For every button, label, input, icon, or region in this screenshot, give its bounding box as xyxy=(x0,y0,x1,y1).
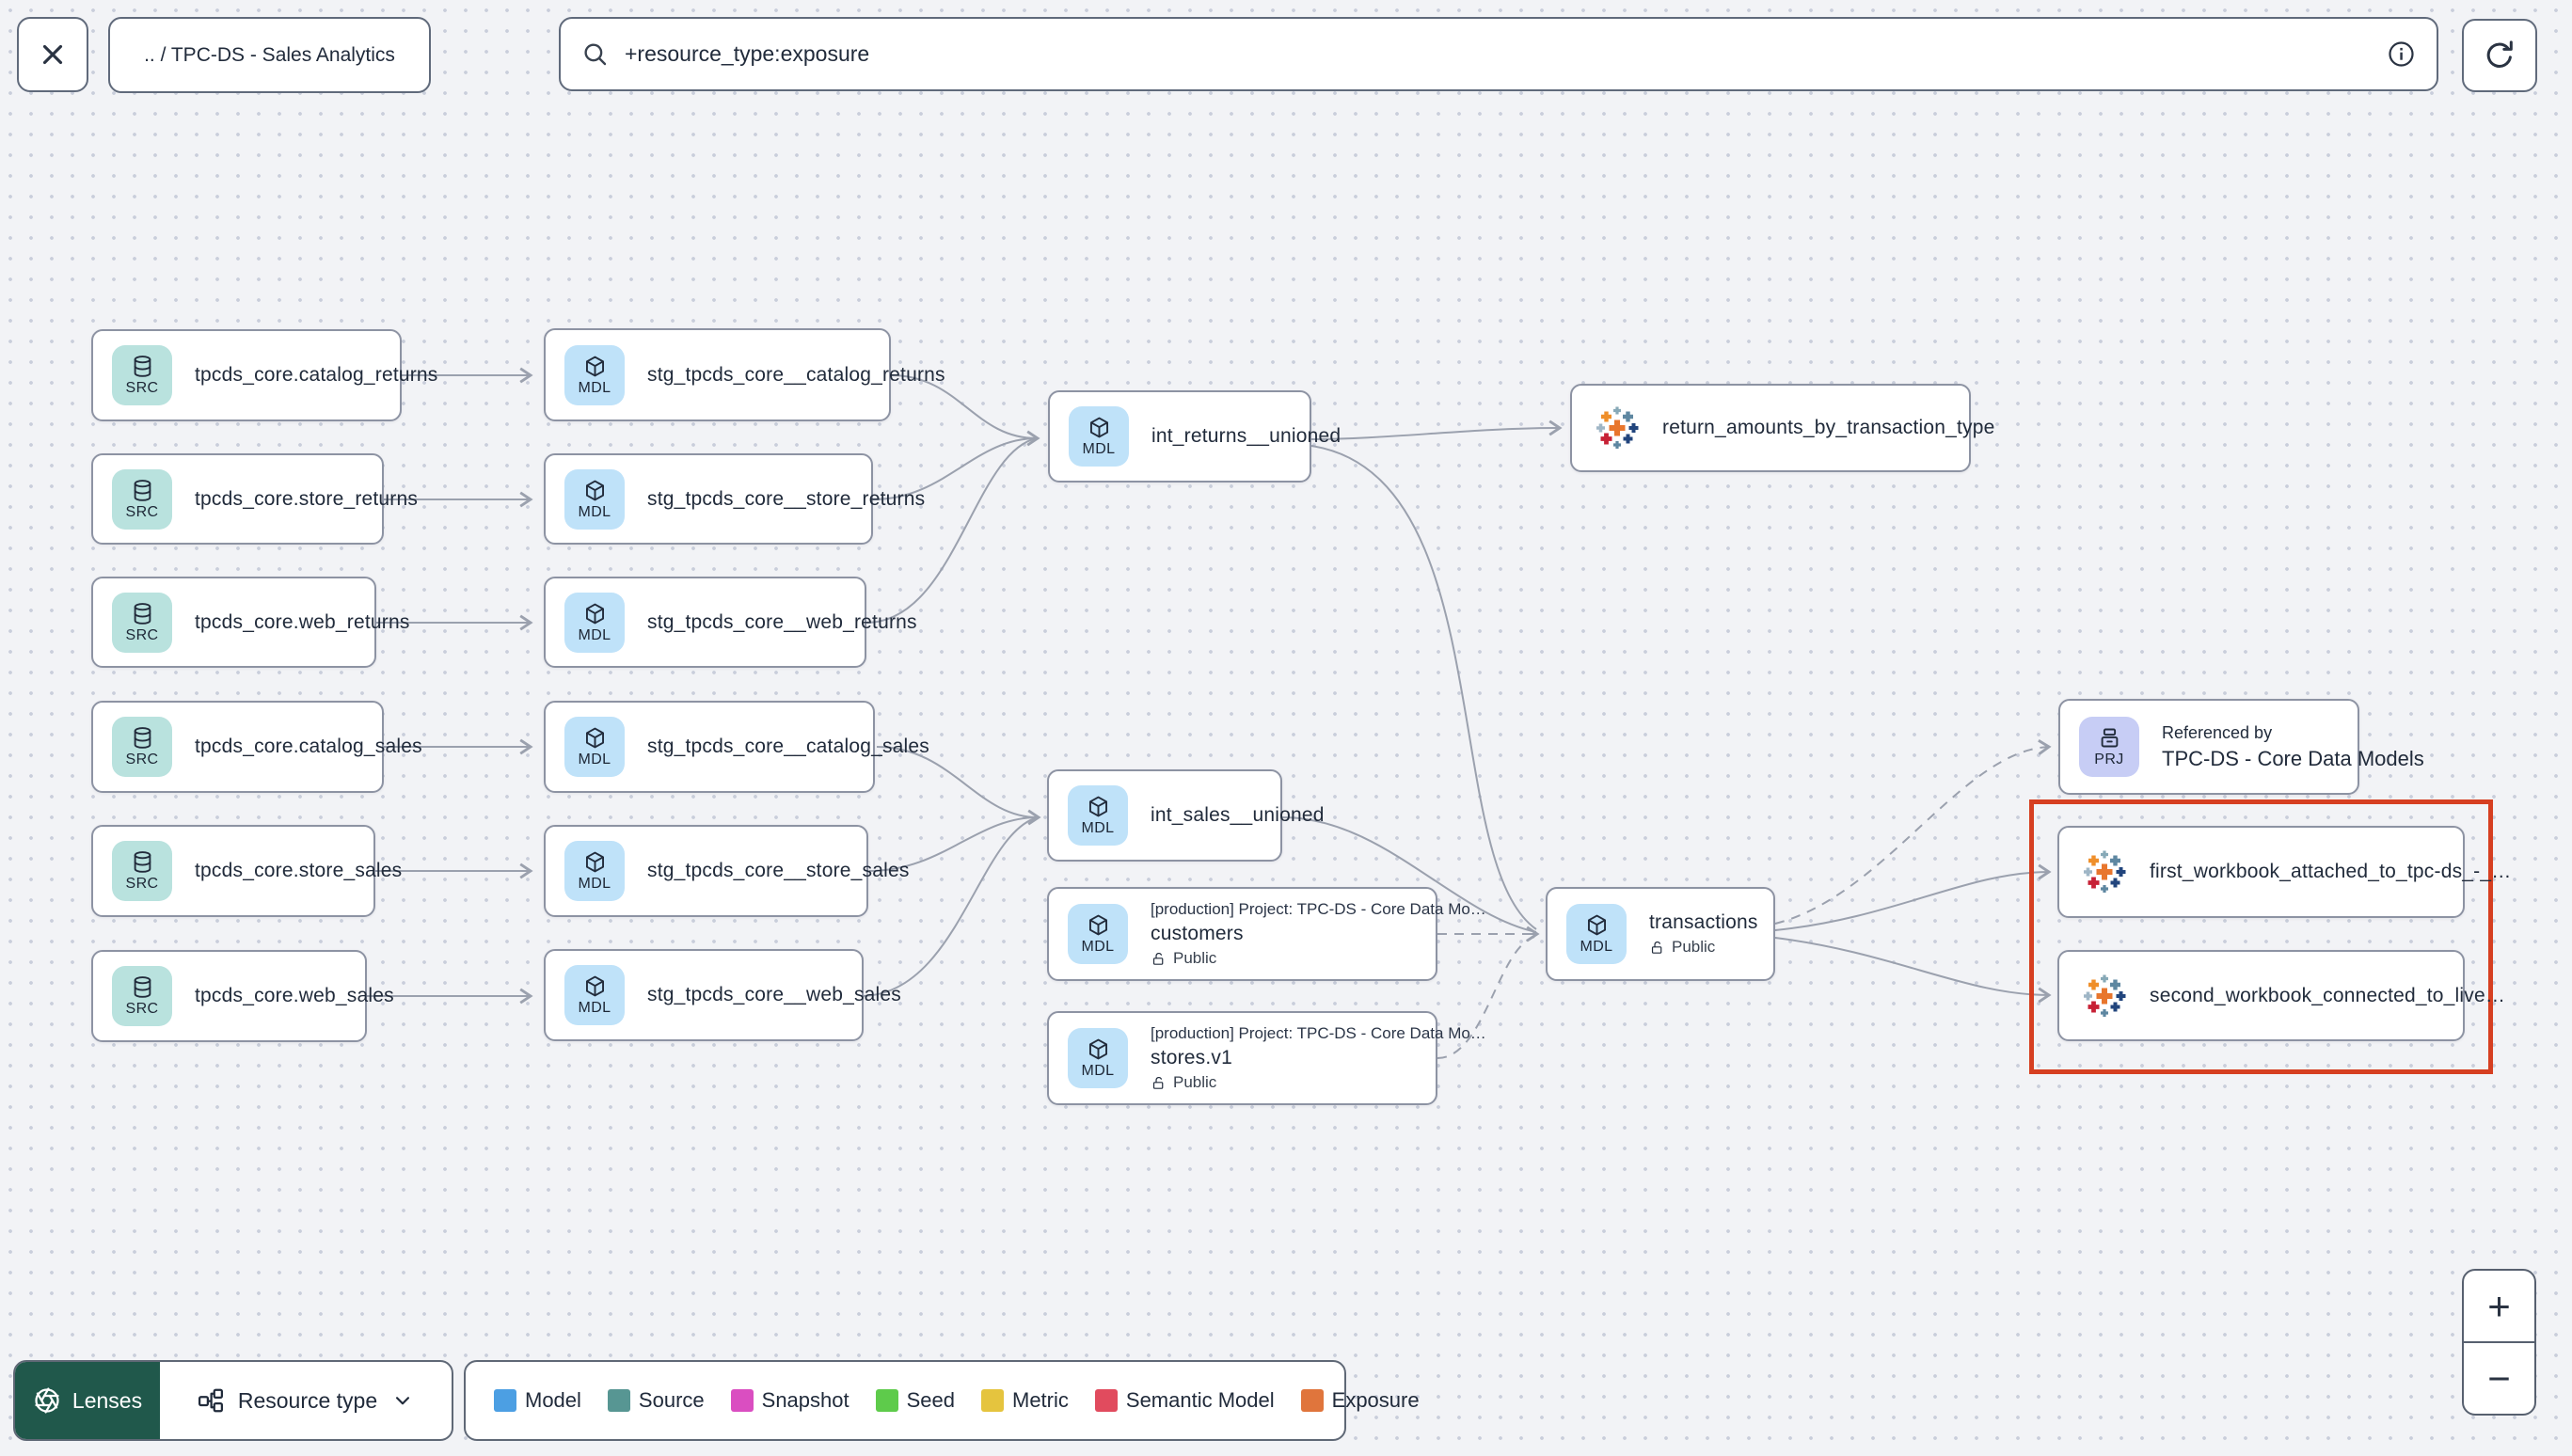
node-source-catalog-sales[interactable]: SRC tpcds_core.catalog_sales xyxy=(91,701,422,793)
model-icon: MDL xyxy=(1566,904,1627,964)
model-icon: MDL xyxy=(564,468,625,530)
minus-icon: − xyxy=(2487,1355,2511,1401)
node-workbook-second[interactable]: second_workbook_connected_to_live… xyxy=(2057,950,2505,1041)
seed-swatch xyxy=(875,1389,898,1412)
tableau-icon xyxy=(2084,974,2126,1017)
lock-open-icon xyxy=(1651,941,1662,954)
node-source-web-returns[interactable]: SRC tpcds_core.web_returns xyxy=(91,577,409,668)
node-source-store-sales[interactable]: SRC tpcds_core.store_sales xyxy=(91,825,402,917)
metric-swatch xyxy=(981,1389,1004,1412)
resource-type-legend: Model Source Snapshot Seed Metric Semant… xyxy=(464,1360,1420,1441)
node-source-store-returns[interactable]: SRC tpcds_core.store_returns xyxy=(91,453,418,545)
node-stg-web-sales[interactable]: MDL stg_tpcds_core__web_sales xyxy=(544,949,901,1041)
node-int-returns-unioned[interactable]: MDL int_returns__unioned xyxy=(1048,390,1341,483)
project-label: [production] Project: TPC-DS - Core Data… xyxy=(1151,900,1486,918)
semantic-model-swatch xyxy=(1094,1389,1118,1412)
model-icon: MDL xyxy=(564,592,625,653)
close-button[interactable] xyxy=(17,17,88,92)
source-icon: SRC xyxy=(112,717,172,777)
source-icon: SRC xyxy=(112,468,172,530)
node-referenced-by-project[interactable]: PRJ Referenced by TPC-DS - Core Data Mod… xyxy=(2058,699,2424,795)
chevron-down-icon xyxy=(396,1397,410,1405)
lenses-label: Lenses xyxy=(71,1387,143,1413)
search-input[interactable] xyxy=(625,41,2372,67)
node-source-web-sales[interactable]: SRC tpcds_core.web_sales xyxy=(91,950,394,1042)
legend-item-semantic-model: Semantic Model xyxy=(1094,1388,1275,1413)
lenses-control: Lenses Resource type xyxy=(13,1360,453,1441)
node-stg-catalog-returns[interactable]: MDL stg_tpcds_core__catalog_returns xyxy=(544,328,945,421)
legend-item-metric: Metric xyxy=(981,1388,1069,1413)
access-badge: Public xyxy=(1151,949,1486,968)
legend-item-source: Source xyxy=(607,1388,705,1413)
snapshot-swatch xyxy=(730,1389,754,1412)
source-icon: SRC xyxy=(112,966,172,1026)
node-stg-store-sales[interactable]: MDL stg_tpcds_core__store_sales xyxy=(544,825,909,917)
node-customers[interactable]: MDL [production] Project: TPC-DS - Core … xyxy=(1047,887,1486,981)
breadcrumb-label: .. / TPC-DS - Sales Analytics xyxy=(144,43,395,66)
node-stg-catalog-sales[interactable]: MDL stg_tpcds_core__catalog_sales xyxy=(544,701,929,793)
lock-open-icon xyxy=(1152,952,1164,965)
model-icon: MDL xyxy=(564,841,625,901)
project-label: [production] Project: TPC-DS - Core Data… xyxy=(1151,1024,1486,1042)
node-stores-v1[interactable]: MDL [production] Project: TPC-DS - Core … xyxy=(1047,1011,1486,1105)
model-icon: MDL xyxy=(564,717,625,777)
close-icon xyxy=(42,44,63,65)
model-icon: MDL xyxy=(1069,406,1129,467)
node-stg-store-returns[interactable]: MDL stg_tpcds_core__store_returns xyxy=(544,453,925,545)
legend-item-model: Model xyxy=(494,1388,581,1413)
node-exposure-return-amounts[interactable]: return_amounts_by_transaction_type xyxy=(1570,384,1994,472)
exposure-swatch xyxy=(1300,1389,1324,1412)
source-swatch xyxy=(607,1389,630,1412)
aperture-icon xyxy=(35,1387,59,1414)
lenses-button[interactable]: Lenses xyxy=(15,1362,160,1439)
tableau-icon xyxy=(2084,850,2126,893)
search-icon xyxy=(584,42,607,65)
breadcrumb[interactable]: .. / TPC-DS - Sales Analytics xyxy=(108,17,431,93)
model-icon: MDL xyxy=(1068,904,1128,964)
model-icon: MDL xyxy=(1068,1028,1128,1088)
source-icon: SRC xyxy=(112,345,172,405)
model-icon: MDL xyxy=(564,344,625,405)
access-badge: Public xyxy=(1151,1073,1486,1092)
node-workbook-first[interactable]: first_workbook_attached_to_tpc-ds_-_… xyxy=(2057,826,2511,918)
model-icon: MDL xyxy=(564,965,625,1025)
node-transactions[interactable]: MDL transactions Public xyxy=(1546,887,1775,981)
legend-item-snapshot: Snapshot xyxy=(730,1388,849,1413)
node-int-sales-unioned[interactable]: MDL int_sales__unioned xyxy=(1047,769,1324,862)
zoom-in-button[interactable]: + xyxy=(2464,1271,2534,1341)
model-swatch xyxy=(494,1389,516,1412)
legend-item-exposure: Exposure xyxy=(1300,1388,1420,1413)
search-bar[interactable] xyxy=(559,17,2438,91)
resource-type-icon xyxy=(198,1388,223,1413)
legend-item-seed: Seed xyxy=(875,1388,955,1413)
resource-type-label: Resource type xyxy=(237,1387,378,1413)
highlight-box xyxy=(2029,799,2493,1074)
plus-icon: + xyxy=(2487,1283,2511,1328)
project-icon: PRJ xyxy=(2079,717,2139,777)
source-icon: SRC xyxy=(112,841,172,901)
resource-type-button[interactable]: Resource type xyxy=(160,1362,452,1439)
info-icon[interactable] xyxy=(2387,40,2416,69)
zoom-out-button[interactable]: − xyxy=(2464,1341,2534,1414)
access-badge: Public xyxy=(1649,938,1758,957)
node-source-catalog-returns[interactable]: SRC tpcds_core.catalog_returns xyxy=(91,329,437,421)
refresh-button[interactable] xyxy=(2462,19,2537,92)
node-stg-web-returns[interactable]: MDL stg_tpcds_core__web_returns xyxy=(544,577,917,668)
refresh-icon xyxy=(2486,40,2513,68)
zoom-controls: + − xyxy=(2462,1269,2536,1416)
tableau-icon xyxy=(1596,406,1639,449)
lock-open-icon xyxy=(1152,1076,1164,1089)
source-icon: SRC xyxy=(112,592,172,653)
model-icon: MDL xyxy=(1068,785,1128,846)
